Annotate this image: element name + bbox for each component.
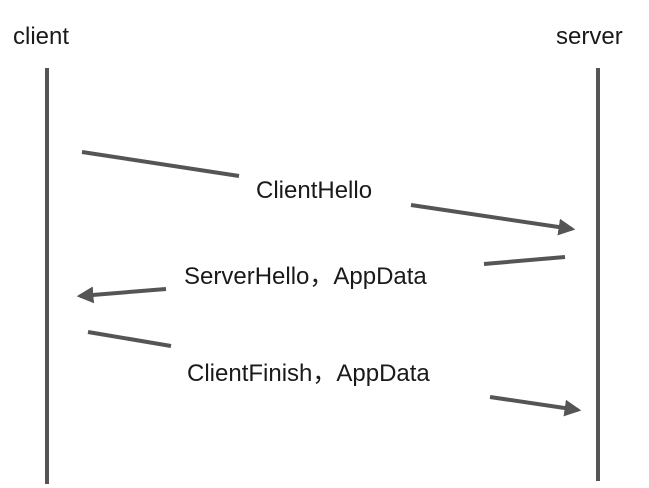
server-actor-label: server xyxy=(556,23,623,50)
message-label-client-finish: ClientFinish，AppData xyxy=(187,360,430,387)
server-hello-line-start xyxy=(483,255,566,266)
client-hello-arrow xyxy=(410,203,576,236)
message-label-server-hello: ServerHello，AppData xyxy=(184,263,427,290)
message-label-client-hello: ClientHello xyxy=(256,177,373,204)
client-finish-arrow xyxy=(489,395,582,417)
client-actor-label: client xyxy=(13,23,70,50)
client-finish-line-start xyxy=(87,330,172,348)
server-hello-arrow xyxy=(76,286,167,304)
client-hello-line-start xyxy=(81,150,240,178)
